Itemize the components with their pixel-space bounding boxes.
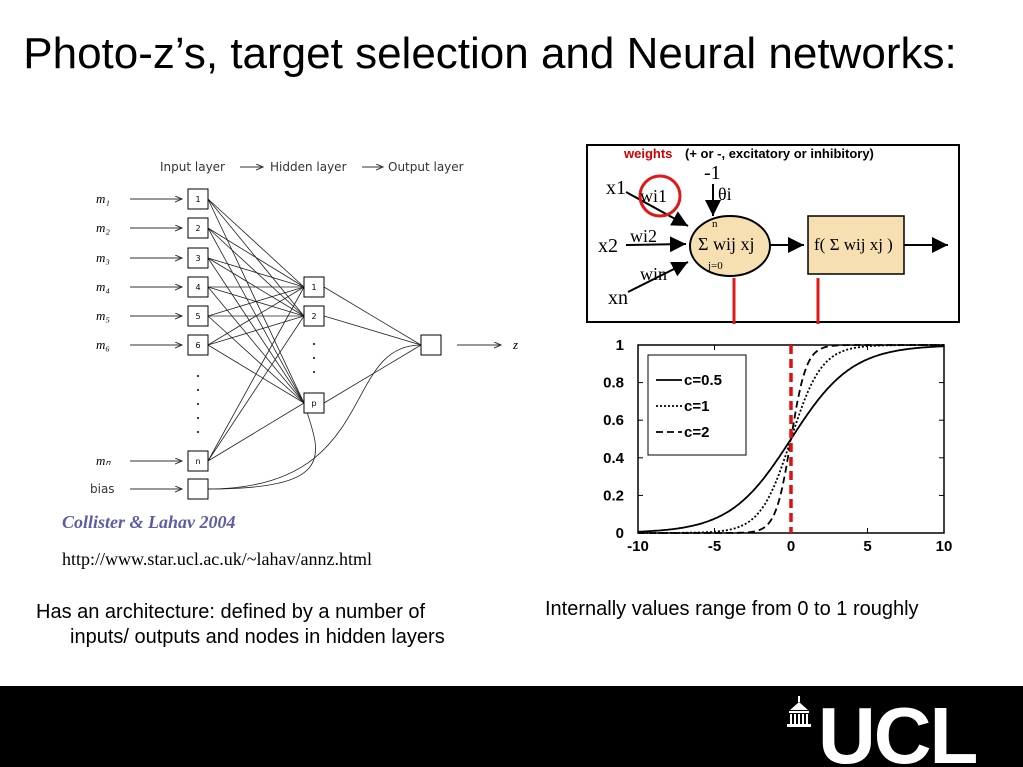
legend-label: c=1 <box>684 398 709 415</box>
output-label: z <box>512 337 518 352</box>
output-layer-label: Output layer <box>388 160 464 174</box>
y-tick-label: 0.2 <box>603 487 624 504</box>
ellipsis-dot <box>197 403 199 405</box>
hidden-node-label: p <box>311 399 316 408</box>
hidden-layer-label: Hidden layer <box>270 160 347 174</box>
ellipsis-dot <box>197 389 199 391</box>
activation-formula: f( Σ wij xj ) <box>814 235 893 254</box>
input-label: m₁ <box>96 191 110 206</box>
input-node <box>187 247 209 269</box>
bullet-architecture: Has an architecture: defined by a number… <box>36 601 445 648</box>
portico-icon <box>787 696 811 727</box>
input-x1: x1 <box>606 177 626 199</box>
input-node <box>187 188 209 210</box>
citation: Collister & Lahav 2004 <box>62 512 236 532</box>
y-tick-label: 0.8 <box>603 375 624 392</box>
bias-label: bias <box>90 482 115 496</box>
output-node <box>420 334 442 356</box>
summation-formula: Σ wij xj <box>698 234 754 254</box>
input-xn: xn <box>608 287 628 309</box>
legend-label: c=2 <box>684 424 709 441</box>
weights-note: (+ or -, excitatory or inhibitory) <box>685 146 874 161</box>
sum-upper-limit: n <box>712 218 718 230</box>
ellipsis-dot <box>313 371 315 373</box>
slide-title: Photo-z’s, target selection and Neural n… <box>23 29 957 78</box>
neuron-diagram: weights (+ or -, excitatory or inhibitor… <box>586 144 960 324</box>
input-x2: x2 <box>598 235 618 257</box>
input-node <box>187 276 209 298</box>
bias-node <box>187 478 209 500</box>
input-node-label: 4 <box>195 283 200 292</box>
ellipsis-dot <box>197 375 199 377</box>
activation-box <box>807 215 905 275</box>
bullet-internal-values: Internally values range from 0 to 1 roug… <box>545 598 919 620</box>
input-label: mₙ <box>96 453 111 468</box>
weight-wi1: wi1 <box>640 186 667 206</box>
input-layer-label: Input layer <box>160 160 225 174</box>
ucl-wordmark: UCL <box>818 691 977 767</box>
x-tick-label: 10 <box>936 538 953 555</box>
series-line-c=2 <box>638 344 944 534</box>
hidden-node-label: 1 <box>311 283 316 292</box>
input-label: m₆ <box>96 337 110 352</box>
sum-lower-limit: j=0 <box>707 260 723 272</box>
ucl-logo: UCL <box>780 686 1023 767</box>
input-node <box>187 450 209 472</box>
ellipsis-dot <box>197 431 199 433</box>
ellipsis-dot <box>313 343 315 345</box>
input-node <box>187 305 209 327</box>
input-node <box>187 334 209 356</box>
input-node-label: 2 <box>195 224 200 233</box>
y-tick-label: 1 <box>616 337 624 354</box>
hidden-node-label: 2 <box>311 312 316 321</box>
input-label: m₂ <box>96 220 110 235</box>
weights-label: weights <box>623 146 672 161</box>
y-tick-label: 0.6 <box>603 412 624 429</box>
y-tick-label: 0 <box>616 525 624 542</box>
input-node-label: 6 <box>195 341 200 350</box>
network-diagram: Input layer Hidden layer Output layer m₁… <box>90 160 518 500</box>
legend-label: c=0.5 <box>684 372 722 389</box>
x-tick-label: 5 <box>863 538 871 555</box>
weight-highlight-circle <box>638 174 682 218</box>
input-label: m₃ <box>96 250 110 265</box>
weight-wi2: wi2 <box>630 226 657 246</box>
input-label: m₅ <box>96 308 110 323</box>
x-tick-label: -10 <box>627 538 649 555</box>
ellipsis-dot <box>313 357 315 359</box>
x-tick-label: 0 <box>787 538 795 555</box>
legend-box <box>647 354 747 456</box>
hidden-node <box>303 392 325 414</box>
hidden-node <box>303 305 325 327</box>
weight-win: win <box>640 264 667 284</box>
ellipsis-dot <box>197 417 199 419</box>
input-node-label: 3 <box>195 254 200 263</box>
hidden-node <box>303 276 325 298</box>
y-tick-label: 0.4 <box>603 450 625 467</box>
x-tick-label: -5 <box>708 538 721 555</box>
input-node-label: n <box>195 457 200 466</box>
input-node-label: 5 <box>195 312 200 321</box>
sigmoid-chart: 0 0.2 0.4 0.6 0.8 1 -10 -5 0 5 10 c=0.5 c=1 c=2 <box>603 337 953 555</box>
threshold-value: -1 <box>704 162 721 184</box>
input-node <box>187 217 209 239</box>
reference-url[interactable]: http://www.star.ucl.ac.uk/~lahav/annz.ht… <box>62 549 372 569</box>
input-node-label: 1 <box>195 195 200 204</box>
threshold-symbol: θi <box>718 184 732 204</box>
input-label: m₄ <box>96 279 110 294</box>
